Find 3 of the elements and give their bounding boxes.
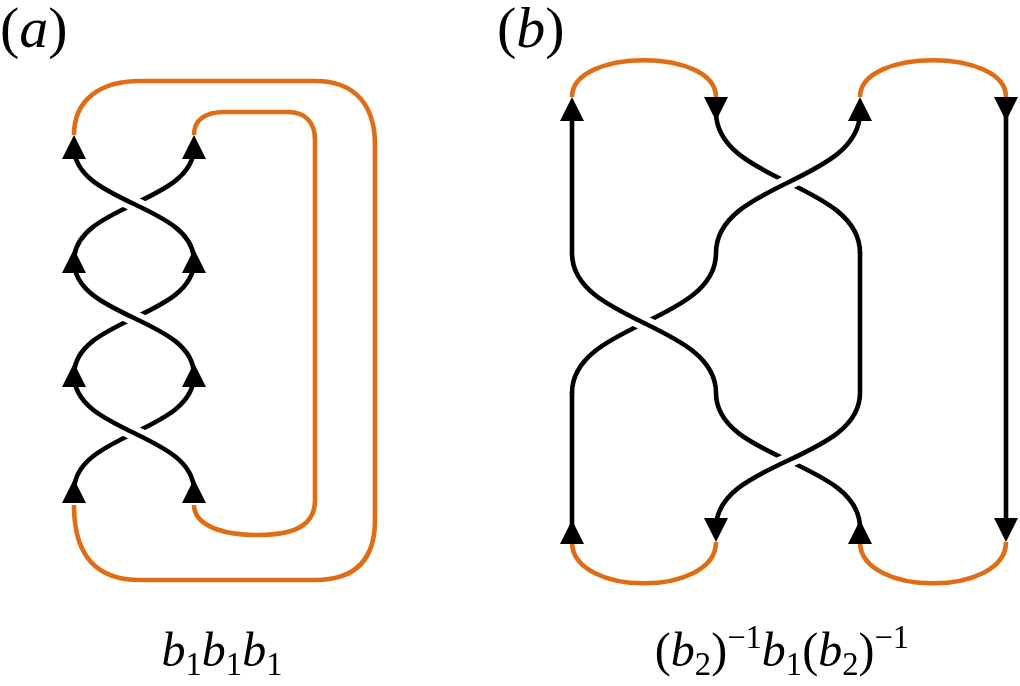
panel-label: (b) xyxy=(497,0,565,57)
braid-word: b$_{1}$b$_{1}$b$_{1}$ xyxy=(161,626,283,674)
panel-label: (a) xyxy=(0,0,68,57)
